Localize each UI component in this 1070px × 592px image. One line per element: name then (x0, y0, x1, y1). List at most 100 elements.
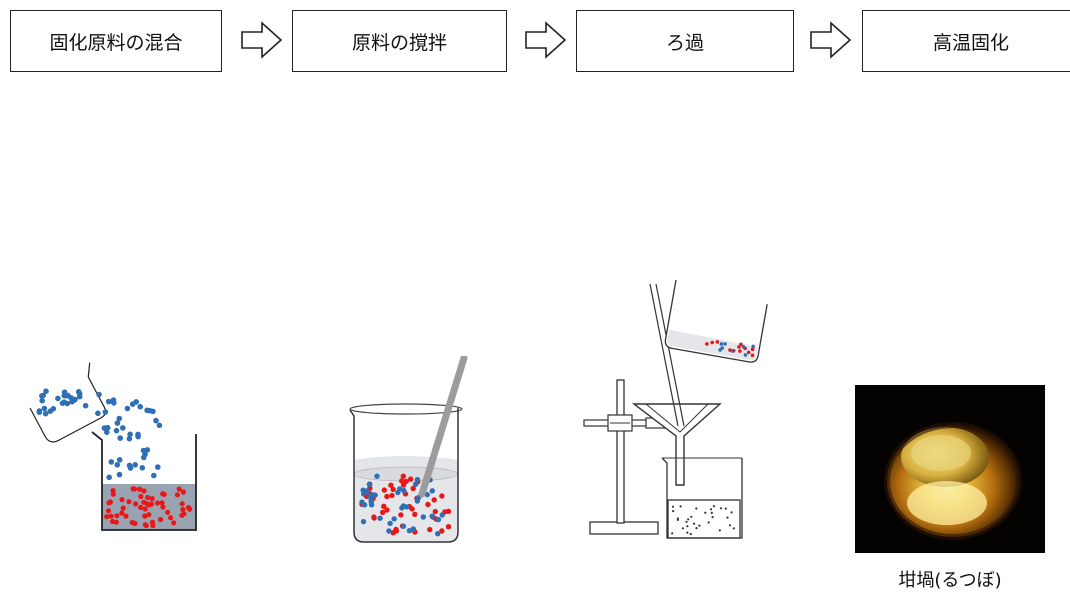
filtration-illustration (583, 279, 768, 539)
filtrate-particle (693, 522, 696, 525)
filtrate-particle (676, 518, 679, 521)
step-box-stirring: 原料の撹拌 (292, 10, 507, 72)
red-particle (427, 526, 433, 533)
filtrate-particle (685, 520, 688, 523)
filtrate-particle (681, 527, 684, 530)
red-particle (384, 493, 390, 500)
red-particle (705, 342, 709, 346)
red-particle (398, 512, 404, 518)
filtrate-particle (687, 518, 690, 521)
red-particle (179, 501, 185, 507)
filtrate-particle (732, 527, 735, 530)
red-particle (371, 514, 377, 520)
red-particle (710, 340, 714, 345)
red-particle (180, 489, 186, 495)
receiving-beaker (661, 457, 743, 539)
blue-particle (36, 409, 43, 415)
red-particle (400, 473, 406, 479)
red-particle (432, 508, 438, 515)
mixed-particles (359, 473, 452, 537)
step-label-stirring: 原料の撹拌 (351, 31, 447, 54)
stand-base (589, 521, 659, 535)
filtrate-particle (728, 524, 732, 527)
blue-particles-pouring (36, 388, 163, 481)
blue-particle (414, 498, 421, 504)
red-particle (179, 512, 185, 518)
blue-particle (401, 487, 407, 494)
red-particle (380, 509, 386, 516)
red-particle (131, 486, 137, 492)
filtrate-particle (712, 505, 715, 508)
filtrate-particle (695, 527, 698, 530)
red-particle (431, 497, 437, 503)
filtrate-particle (672, 510, 675, 513)
blue-particle (114, 420, 121, 426)
red-particle (142, 506, 148, 512)
stand-rod (616, 379, 625, 524)
red-particle (136, 486, 143, 492)
red-particle (146, 502, 152, 508)
red-particle (141, 488, 147, 494)
red-particle (185, 504, 192, 511)
red-particle (439, 528, 445, 534)
red-particle (412, 511, 418, 517)
blue-particle (113, 427, 120, 434)
blue-particle (127, 431, 133, 438)
red-particle (113, 519, 119, 525)
blue-particle (129, 401, 136, 407)
blue-particle (377, 515, 383, 521)
blue-particle (116, 415, 123, 422)
blue-particle (723, 342, 727, 346)
blue-particle (117, 435, 123, 441)
blue-particle (366, 481, 373, 487)
red-particle (390, 486, 396, 493)
red-particle (138, 493, 144, 500)
stirring-rod (418, 356, 468, 498)
blue-particle (156, 422, 163, 429)
filtrate-particle (730, 511, 733, 514)
blue-particle (105, 398, 112, 405)
blue-particle (41, 405, 48, 412)
filtrate-particle (718, 529, 721, 532)
blue-particle (412, 481, 419, 487)
pouring-beaker (664, 279, 768, 363)
red-particle (108, 513, 114, 519)
blue-particle (104, 429, 110, 435)
filtrate-particle (719, 507, 723, 510)
right-arrow-icon (241, 21, 283, 59)
step-box-mixing: 固化原料の混合 (10, 10, 222, 72)
red-particle (739, 342, 743, 347)
filtrate-particles (671, 505, 735, 536)
filtrate-particle (707, 521, 710, 524)
blue-particle (59, 400, 66, 406)
blue-particle (42, 410, 49, 417)
red-particle (120, 505, 126, 511)
blue-particle (743, 353, 748, 357)
red-particle (176, 486, 182, 492)
blue-particle (400, 523, 407, 529)
blue-particle (132, 462, 138, 468)
red-particle (738, 349, 742, 353)
blue-particle (741, 345, 746, 349)
red-particle (150, 523, 156, 529)
step-label-solidification: 高温固化 (932, 31, 1009, 54)
red-particle (149, 496, 155, 502)
red-particle (106, 500, 112, 506)
pouring-particles (705, 340, 755, 358)
filtrate-particle (704, 511, 707, 514)
stirring-illustration (349, 356, 468, 543)
filtrate-particle (724, 507, 727, 510)
beaker-outline (91, 431, 197, 531)
crucible-caption: 坩堝(るつぼ) (898, 570, 1002, 591)
red-particle (445, 508, 452, 514)
filtrate-particle (695, 507, 698, 510)
blue-particle (730, 349, 735, 353)
filtrate-particle (726, 516, 729, 519)
red-particle (110, 491, 116, 497)
blue-particle (369, 492, 375, 498)
step-box-solidification: 高温固化 (862, 10, 1070, 72)
red-particle (145, 494, 151, 501)
blue-particle (429, 513, 435, 519)
red-particle (407, 476, 414, 482)
blue-particle (135, 433, 141, 440)
